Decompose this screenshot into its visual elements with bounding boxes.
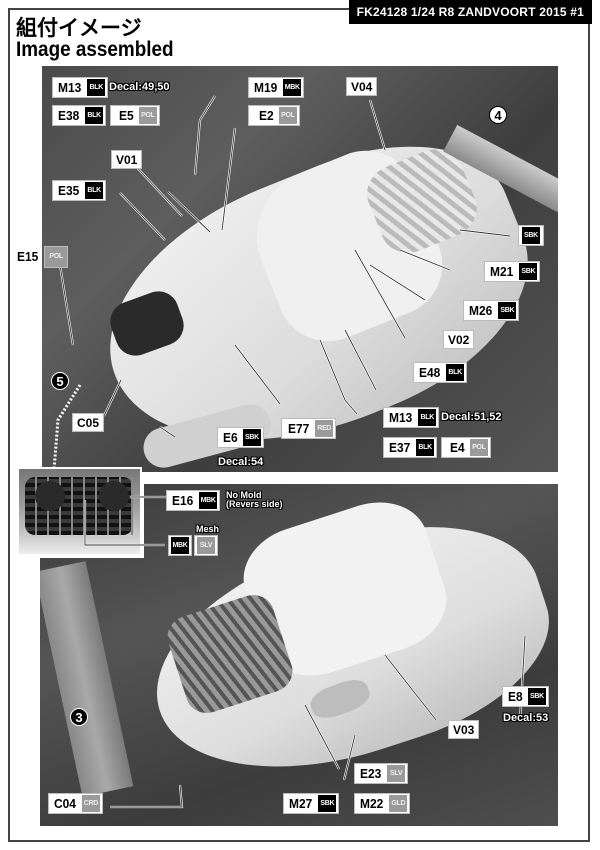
part-code: M21	[490, 264, 514, 279]
part-label-e5: E5 POL	[110, 105, 160, 126]
color-swatch-sbk: SBK	[318, 795, 337, 812]
decal-note: Decal:54	[218, 456, 264, 468]
color-swatch-blk: BLK	[85, 107, 104, 124]
color-swatch-crd: CRD	[81, 795, 100, 812]
part-code: M13	[58, 80, 82, 95]
no-mold-note: No Mold	[226, 490, 262, 500]
part-label-m13-b: M13 BLK	[383, 407, 440, 428]
part-code: M19	[254, 80, 278, 95]
color-swatch-sbk: SBK	[498, 302, 517, 319]
color-swatch-slv: SLV	[197, 537, 215, 554]
part-label-m21: M21 SBK	[484, 261, 541, 282]
grille-inset-photo	[17, 467, 142, 556]
color-swatch-sbk: SBK	[242, 429, 261, 446]
part-label-e38: E38 BLK	[52, 105, 107, 126]
color-swatch-blk: BLK	[446, 364, 465, 381]
part-code: M27	[289, 796, 313, 811]
part-code: E16	[172, 493, 194, 508]
part-code: E4	[450, 440, 465, 455]
product-code-banner: FK24128 1/24 R8 ZANDVOORT 2015 #1	[348, 0, 592, 24]
part-code: E38	[58, 108, 80, 123]
part-label-e35: E35 BLK	[52, 180, 107, 201]
part-label-e77: E77 RED	[281, 418, 337, 439]
part-code: E35	[58, 183, 80, 198]
part-label-e4: E4 POL	[441, 437, 491, 458]
part-code: E23	[360, 766, 382, 781]
part-code: E77	[288, 421, 310, 436]
part-label-e6: E6 SBK	[217, 427, 264, 448]
part-code: M13	[389, 410, 413, 425]
part-label-c05: C05	[72, 413, 105, 432]
decal-note: Decal:49,50	[109, 81, 170, 93]
part-code: E2	[259, 108, 274, 123]
step-marker-5: 5	[51, 372, 69, 390]
part-code: M22	[360, 796, 384, 811]
part-label-v04: V04	[346, 77, 378, 96]
grille-hole	[35, 481, 65, 511]
part-label-e48: E48 BLK	[413, 362, 468, 383]
part-label-m22: M22 GLD	[354, 793, 411, 814]
part-label-e8: E8 SBK	[502, 686, 549, 707]
color-swatch-sbk: SBK	[519, 263, 538, 280]
part-code: E37	[389, 440, 411, 455]
part-label-m26: M26 SBK	[463, 300, 520, 321]
color-swatch-pol: POL	[278, 107, 297, 124]
part-code: M26	[469, 303, 493, 318]
part-label-c04: C04 CRD	[48, 793, 103, 814]
part-label-v01: V01	[111, 150, 143, 169]
reverse-side-note: (Revers side)	[226, 499, 283, 509]
color-swatch-sbk: SBK	[527, 688, 546, 705]
decal-note: Decal:51,52	[441, 411, 502, 423]
page-title-english: Image assembled	[16, 38, 174, 61]
color-swatch-mbk: MBK	[171, 537, 189, 554]
rear-wing	[40, 561, 134, 797]
color-swatch-slv: SLV	[387, 765, 406, 782]
color-swatch-blk: BLK	[87, 79, 106, 96]
part-label-v03: V03	[448, 720, 480, 739]
part-label-sbk: SBK	[518, 225, 544, 246]
color-swatch-mbk: MBK	[199, 492, 218, 509]
part-label-m13: M13 BLK	[52, 77, 109, 98]
part-label-mbk: MBK	[168, 535, 192, 556]
color-swatch-blk: BLK	[85, 182, 104, 199]
part-code: C04	[54, 796, 76, 811]
color-swatch-mbk: MBK	[283, 79, 302, 96]
grille-hole	[99, 481, 129, 511]
part-label-e2: E2 POL	[248, 105, 300, 126]
part-label-e15: E15 POL	[17, 245, 70, 268]
part-label-v02: V02	[443, 330, 475, 349]
color-swatch-blk: BLK	[418, 409, 437, 426]
color-swatch-gld: GLD	[389, 795, 408, 812]
part-label-e16: E16 MBK	[166, 490, 221, 511]
decal-note: Decal:53	[503, 712, 549, 724]
step-marker-4: 4	[489, 106, 507, 124]
part-code: E48	[419, 365, 441, 380]
part-label-m19: M19 MBK	[248, 77, 305, 98]
page-title-japanese: 組付イメージ	[16, 16, 142, 40]
part-code: E15	[17, 249, 39, 264]
color-swatch-pol: POL	[138, 107, 157, 124]
color-swatch-pol: POL	[469, 439, 488, 456]
part-label-e23: E23 SLV	[354, 763, 409, 784]
color-swatch-sbk: SBK	[522, 227, 540, 244]
color-swatch-blk: BLK	[416, 439, 435, 456]
part-label-m27: M27 SBK	[283, 793, 340, 814]
color-swatch-pol: POL	[44, 245, 69, 268]
mesh-note: Mesh	[196, 524, 220, 534]
part-code: E6	[223, 430, 238, 445]
part-label-slv: SLV	[194, 535, 218, 556]
part-code: E5	[119, 108, 134, 123]
step-marker-3: 3	[70, 708, 88, 726]
part-code: E8	[508, 689, 523, 704]
part-label-e37: E37 BLK	[383, 437, 438, 458]
color-swatch-red: RED	[315, 420, 334, 437]
